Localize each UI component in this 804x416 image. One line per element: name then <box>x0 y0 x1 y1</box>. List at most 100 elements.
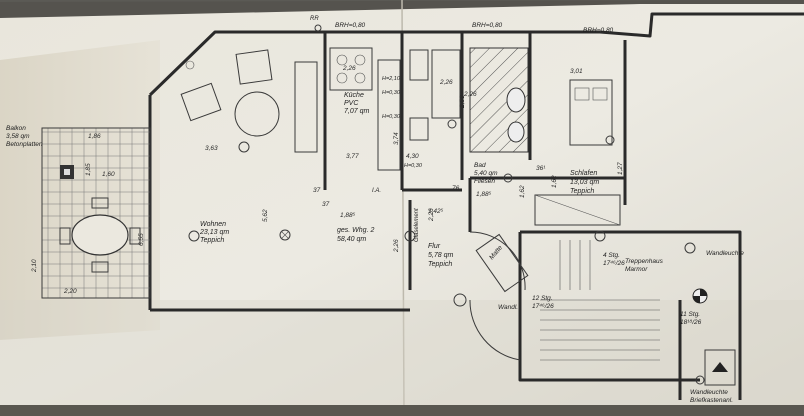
entrance-and-stairs <box>0 231 804 416</box>
dim-3-77: 3,77 <box>346 153 359 160</box>
living-furniture <box>180 49 318 241</box>
label-ges-area: 58,40 qm <box>337 236 366 243</box>
dim-37-b: 37 <box>322 201 330 208</box>
dim-1-86: 1,86 <box>88 133 101 140</box>
door-mat <box>475 233 529 293</box>
dim-1-62-b: 1,62 <box>551 175 558 188</box>
stair-labels: 4 Stg. 17⁴⁶/26 12 Stg. 17⁴⁶/26 11 Stg. 1… <box>532 252 702 326</box>
dim-1-60: 1,60 <box>102 171 115 178</box>
armchair <box>180 82 222 122</box>
stair-flight <box>540 240 660 361</box>
label-wandl: Wandl. <box>498 304 518 311</box>
label-kueche-floor: PVC <box>344 100 359 107</box>
label-stair-11-count: 11 Stg. <box>680 311 700 318</box>
bathtub <box>431 49 461 119</box>
label-glaselement: Glaselement <box>414 208 420 242</box>
dim-2-26-b: 2,26 <box>439 79 453 86</box>
label-ia: I.A. <box>372 188 381 194</box>
balcony-chair <box>91 197 109 209</box>
dim-2-26-a: 2,26 <box>342 65 356 72</box>
label-briefkastenanl: Briefkastenanl. <box>690 397 733 404</box>
balcony-table <box>71 214 129 256</box>
sofa <box>294 61 318 153</box>
label-flur-name: Flur <box>428 243 441 250</box>
dim-3-63: 3,63 <box>205 145 218 152</box>
label-bad-area: 5,40 qm <box>474 170 498 177</box>
label-ges-name: ges. Whg. 2 <box>337 227 374 234</box>
bath-fixtures <box>409 47 529 153</box>
dim-1-88-b: 1,88⁵ <box>476 191 492 198</box>
label-brh-3: BRH=0,80 <box>583 27 614 34</box>
toilet <box>507 121 525 143</box>
label-schlafen-name: Schlafen <box>570 170 597 177</box>
label-brh-1: BRH=0,80 <box>335 22 366 29</box>
label-h-3: H=0,30 <box>382 114 401 120</box>
wardrobe <box>534 194 621 226</box>
label-bad-floor: Fliesen <box>474 178 495 185</box>
dim-1-88-a: 1,88⁵ <box>340 212 356 219</box>
light-markers <box>188 24 705 385</box>
label-balkon-name: Balkon <box>6 125 26 132</box>
dim-2-10: 2,10 <box>31 259 38 273</box>
label-stair-12-ratio: 17⁴⁶/26 <box>532 303 554 310</box>
washbasin <box>506 87 526 113</box>
label-stair-11-ratio: 18¹⁸/26 <box>680 319 702 326</box>
kitchen-fixtures <box>329 47 401 171</box>
label-h-4: H=0,30 <box>404 163 423 169</box>
dim-1-42: 1,42⁵ <box>428 208 444 215</box>
dim-2-53: 2,53 <box>459 95 466 109</box>
label-bad-name: Bad <box>474 162 486 169</box>
label-stair-4-count: 4 Stg. <box>603 252 620 259</box>
dim-4-30: 4,30 <box>406 153 419 160</box>
dim-6-55: 6,55 <box>138 233 145 246</box>
label-stair-4-ratio: 17⁴⁶/26 <box>603 260 625 267</box>
label-kueche-name: Küche <box>344 92 364 99</box>
label-h-2: H=0,30 <box>382 90 401 96</box>
dim-2-26-d: 2,26 <box>393 239 400 253</box>
label-h-1: H=2,10 <box>382 76 401 82</box>
bedroom-furniture <box>534 79 621 226</box>
label-wandleuchte-1: Wandleuchte <box>706 250 744 257</box>
armchair <box>235 49 273 85</box>
dim-2-20: 2,20 <box>63 288 77 295</box>
label-kueche-area: 7,07 qm <box>344 108 369 115</box>
label-schlafen-area: 13,03 qm <box>570 179 599 186</box>
balcony-chair <box>59 227 71 245</box>
label-wohnen-area: 23,13 qm <box>199 229 229 236</box>
balcony <box>41 127 151 299</box>
dim-5-62: 5,62 <box>262 209 269 222</box>
dim-3-74: 3,74 <box>393 132 400 145</box>
label-rr: RR <box>310 16 319 22</box>
label-flur-floor: Teppich <box>428 261 452 268</box>
label-wohnen-name: Wohnen <box>200 221 226 228</box>
dimension-labels: 1,86 1,60 1,85 2,10 2,20 6,55 3,63 5,62 … <box>31 65 624 295</box>
dim-1-85: 1,85 <box>85 163 92 176</box>
label-schlafen-floor: Teppich <box>570 188 594 195</box>
label-wandleuchte-2: Wandleuchte <box>690 389 728 396</box>
dim-36: 36¹ <box>536 165 546 172</box>
balcony-chair <box>91 261 109 273</box>
bed <box>569 79 613 146</box>
label-treppenhaus-name: Treppenhaus <box>625 258 664 265</box>
dim-3-01: 3,01 <box>570 68 583 75</box>
coffee-table <box>234 91 280 137</box>
label-flur-area: 5,78 qm <box>428 252 453 259</box>
label-wohnen-floor: Teppich <box>200 237 224 244</box>
label-brh-2: BRH=0,80 <box>472 22 503 29</box>
label-treppenhaus-floor: Marmor <box>625 266 648 273</box>
arrow-up-icon <box>712 362 728 372</box>
dim-1-27: 1,27 <box>617 162 624 175</box>
dim-76: 76 <box>452 185 460 192</box>
dim-1-62-a: 1,62 <box>519 185 526 198</box>
dim-2-26-e: 2,26 <box>463 91 477 98</box>
dim-2-26-c: 2,26 <box>428 208 435 222</box>
label-balkon-floor: Betonplatten <box>6 141 43 148</box>
balcony-chair <box>129 227 141 245</box>
label-stair-12-count: 12 Stg. <box>532 295 553 302</box>
room-labels: Balkon 3,58 qm Betonplatten Wohnen 23,13… <box>6 92 664 273</box>
dim-37-a: 37 <box>313 187 321 194</box>
label-balkon-area: 3,58 qm <box>6 133 30 140</box>
